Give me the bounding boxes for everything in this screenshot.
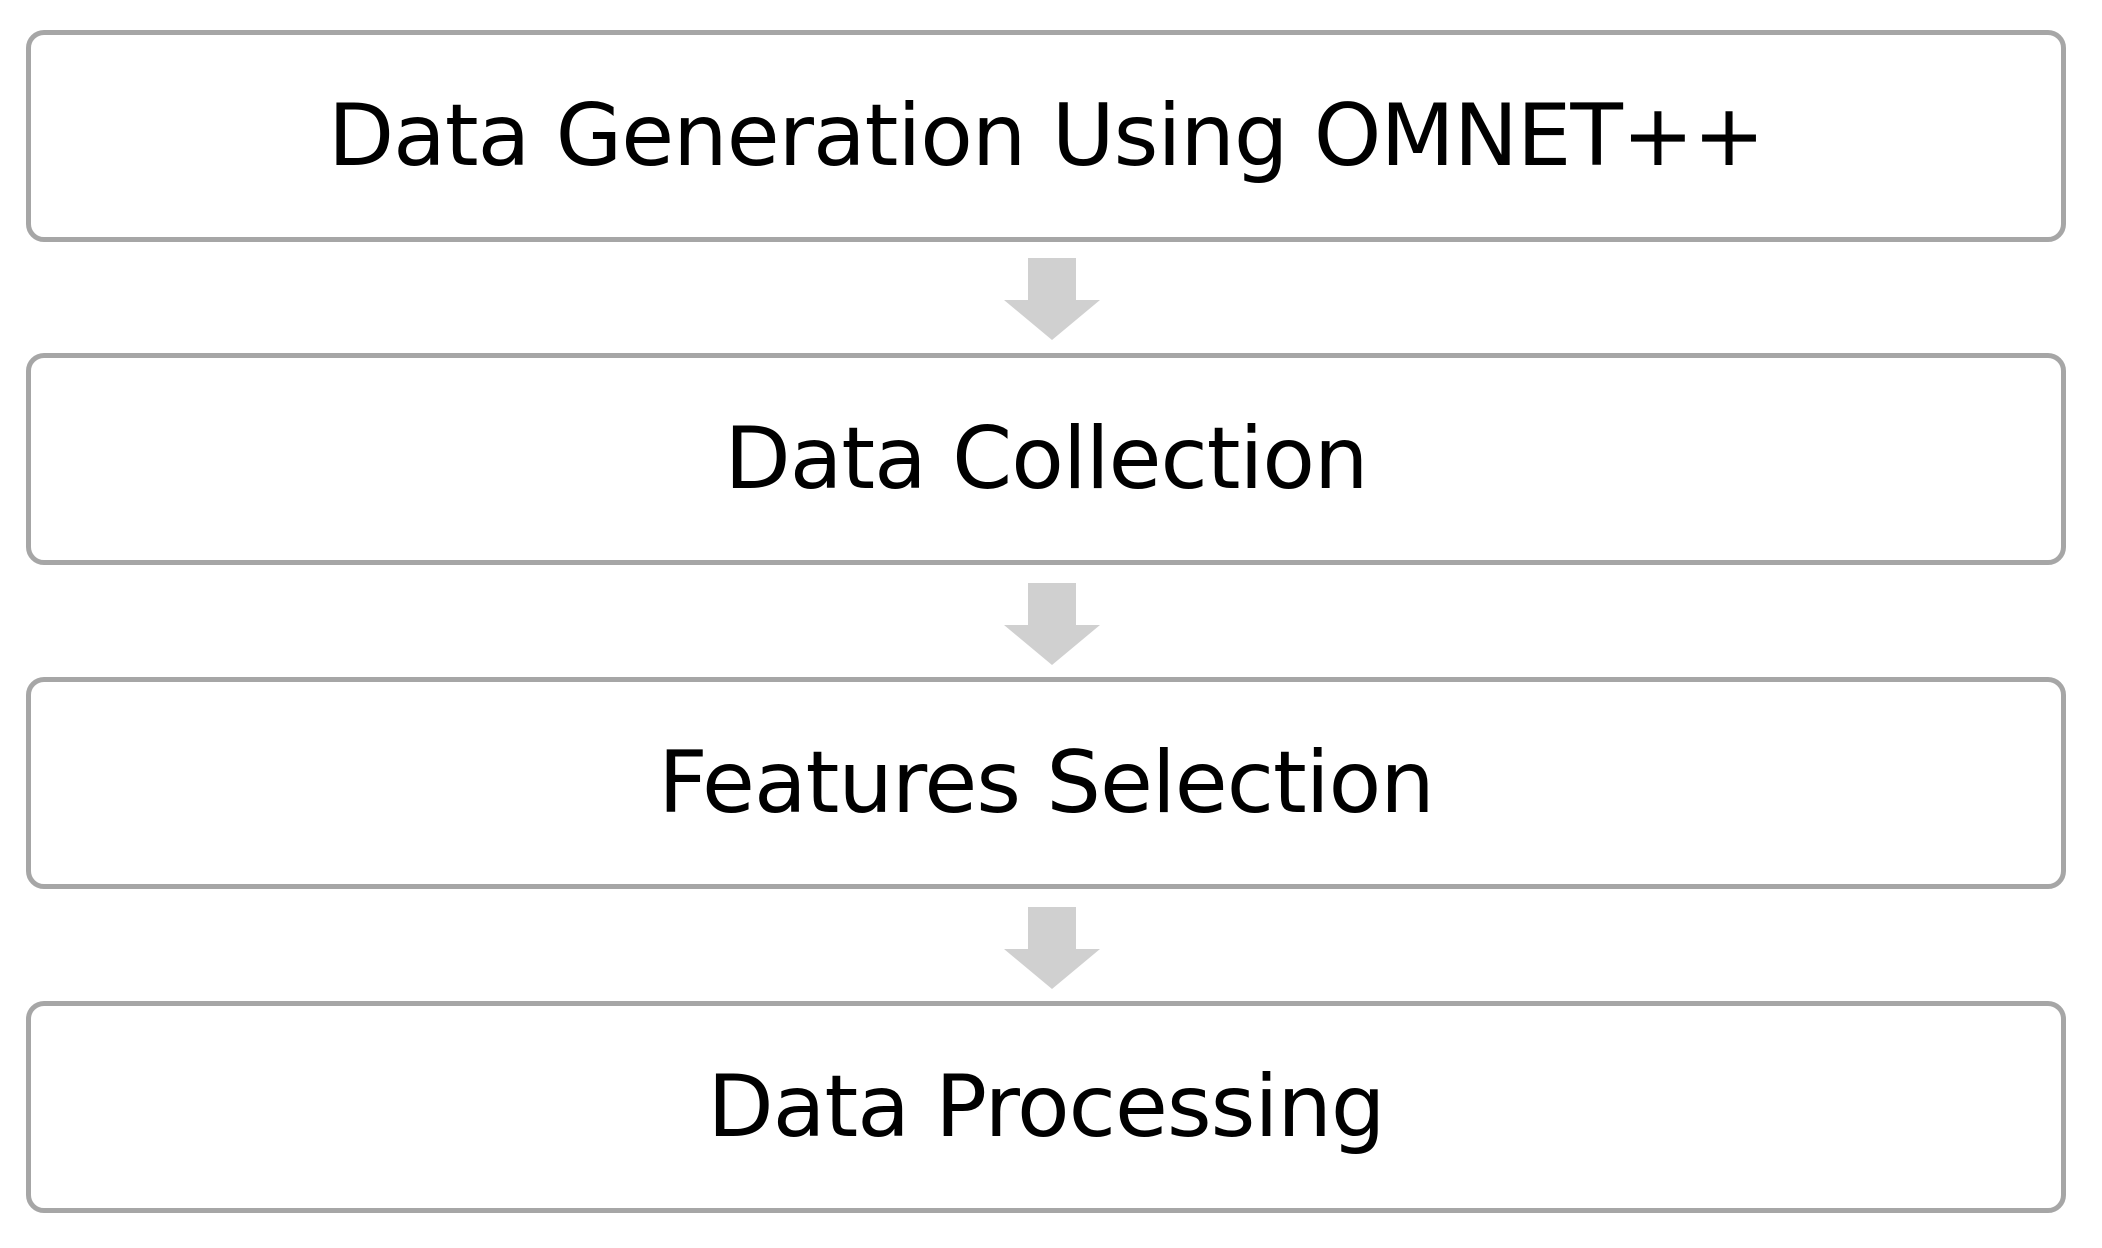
- down-arrow-icon: [1004, 258, 1100, 340]
- step-box-data-processing: Data Processing: [26, 1001, 2066, 1213]
- step-label: Data Processing: [707, 1057, 1386, 1157]
- step-box-features-selection: Features Selection: [26, 677, 2066, 889]
- step-label: Features Selection: [658, 733, 1434, 833]
- down-arrow-icon: [1004, 583, 1100, 665]
- step-label: Data Generation Using OMNET++: [327, 86, 1765, 186]
- step-box-data-collection: Data Collection: [26, 353, 2066, 565]
- step-box-data-generation: Data Generation Using OMNET++: [26, 30, 2066, 242]
- step-label: Data Collection: [724, 409, 1368, 509]
- down-arrow-icon: [1004, 907, 1100, 989]
